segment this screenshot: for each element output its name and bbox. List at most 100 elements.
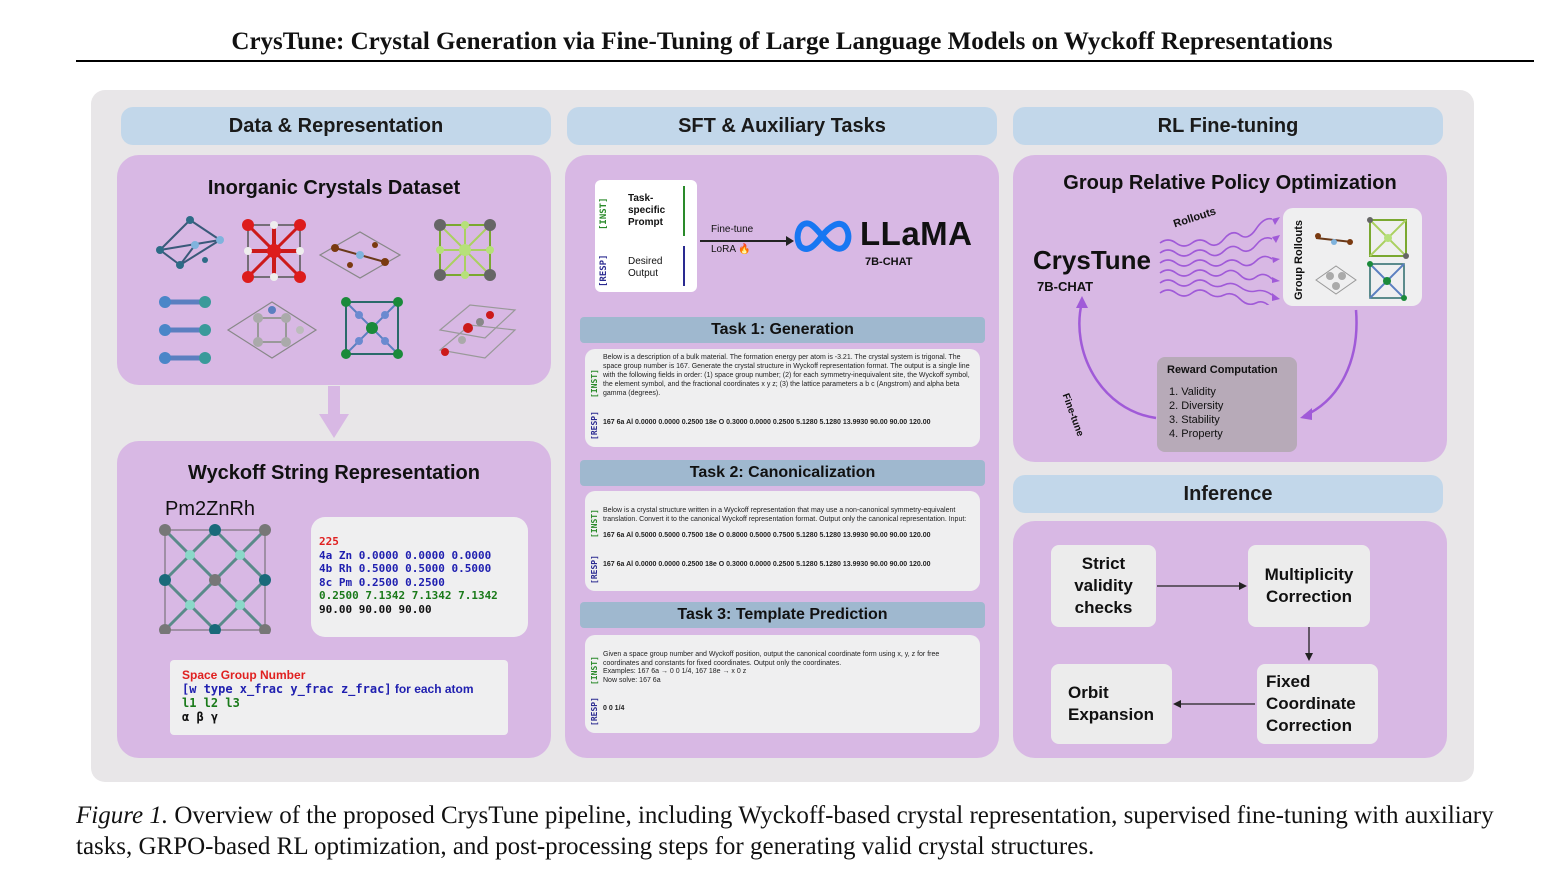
crystal-structures-illustration [156, 216, 517, 364]
caption-label: Figure 1. [76, 802, 169, 829]
crystal-structure-2 [242, 219, 306, 283]
lora-label: LoRA 🔥 [711, 244, 751, 255]
reward-title: Reward Computation [1167, 364, 1278, 376]
strict-validity-label: Strict validity checks [1074, 554, 1133, 617]
code-site-rh: 4b Rh 0.5000 0.5000 0.5000 [319, 562, 492, 575]
task3-inst-text: Given a space group number and Wyckoff p… [603, 651, 940, 667]
reward-item: 2. Diversity [1169, 400, 1224, 412]
task3-box [585, 635, 980, 733]
meta-logo-icon [794, 220, 852, 252]
task3-resp-text: 0 0 1/4 [603, 705, 625, 712]
code-site-pm: 8c Pm 0.2500 0.2500 [319, 575, 445, 589]
task2-box [585, 491, 980, 591]
desired-output-label: Desired Output [628, 256, 663, 279]
legend-sites-text: for each atom [394, 682, 474, 696]
legend-lattice-angles: α β γ [182, 710, 219, 724]
multiplicity-box: Multiplicity Correction [1248, 545, 1370, 627]
task1-resp-tag: [RESP] [590, 411, 599, 440]
task2-resp-text: 167 6a Al 0.0000 0.0000 0.2500 18e O 0.3… [603, 561, 931, 568]
rl-title: Group Relative Policy Optimization [1063, 172, 1397, 194]
legend-sites: [w type x_frac y_frac z_frac] for each a… [182, 682, 474, 696]
column-header-data: Data & Representation [121, 107, 551, 145]
task1-box [585, 349, 980, 447]
reward-list: 1. Validity 2. Diversity 3. Stability 4.… [1169, 385, 1223, 441]
task2-header: Task 2: Canonicalization [580, 460, 985, 486]
wyckoff-title: Wyckoff String Representation [188, 462, 480, 484]
fixed-coordinate-label: Fixed Coordinate Correction [1266, 672, 1356, 735]
crystal-structure-6 [226, 301, 318, 359]
arrow-head-icon [1300, 408, 1312, 420]
task-prompt-label: Task-specific Prompt [628, 193, 666, 228]
arrow-shaft [328, 386, 340, 416]
crystal-formula: Pm2ZnRh [165, 498, 256, 520]
task1-inst-tag: [INST] [590, 369, 599, 398]
legend-space-group: Space Group Number [182, 668, 306, 682]
group-rollout-structures-illustration [1315, 217, 1409, 301]
task3-resp-tag: [RESP] [590, 697, 599, 726]
dataset-panel [117, 155, 551, 385]
crystal-structure-5 [159, 296, 211, 364]
crystal-structure-8 [438, 304, 517, 359]
code-lattice-lengths: 0.2500 7.1342 7.1342 7.1342 [319, 589, 498, 602]
prompt-resp-tag: [RESP] [599, 254, 609, 287]
crystal-structure-4 [434, 219, 496, 281]
finetune-arrow [700, 240, 790, 242]
task3-inst-tag: [INST] [590, 656, 599, 685]
group-rollouts-label: Group Rollouts [1293, 219, 1305, 300]
inference-flow-arrows [1157, 582, 1313, 708]
task3-inst-now: Now solve: 167 6a [603, 677, 661, 684]
prompt-card [595, 180, 697, 292]
prompt-inst-tag: [INST] [599, 197, 609, 230]
pm2znrh-structure-illustration [159, 524, 271, 634]
finetune-label: Fine-tune [711, 224, 754, 235]
wyckoff-code-box [311, 517, 528, 637]
reward-item: 1. Validity [1169, 386, 1216, 398]
orbit-expansion-box: Orbit Expansion [1051, 664, 1172, 744]
down-arrow-icon [319, 414, 349, 438]
paper-title: CrysTune: Crystal Generation via Fine-Tu… [231, 28, 1333, 55]
arrow-right-icon [786, 236, 794, 246]
inst-bar [683, 186, 685, 236]
task3-inst-examples: Examples: 167 6a → 0 0 1/4, 167 18e → x … [603, 668, 747, 675]
crystune-model-subtitle: 7B-CHAT [1037, 279, 1094, 294]
llama-subtitle: 7B-CHAT [865, 256, 913, 268]
orbit-expansion-label: Orbit Expansion [1068, 683, 1154, 724]
column-header-inference: Inference [1013, 475, 1443, 513]
code-site-zn: 4a Zn 0.0000 0.0000 0.0000 [319, 548, 492, 562]
reward-item: 3. Stability [1169, 414, 1220, 426]
rl-loop-arrows [1076, 296, 1358, 420]
column-header-rl: RL Fine-tuning [1013, 107, 1443, 145]
task3-header: Task 3: Template Prediction [580, 602, 985, 628]
crystal-structure-1 [156, 216, 224, 269]
rollout-waves-illustration [1159, 217, 1280, 305]
caption-text: Overview of the proposed CrysTune pipeli… [76, 802, 1494, 860]
arrow-head-icon [1076, 296, 1088, 308]
reward-box [1157, 357, 1297, 452]
wyckoff-legend: Space Group Number [w type x_frac y_frac… [182, 668, 474, 724]
strict-validity-box: Strict validity checks [1051, 545, 1156, 627]
task2-inst-input: 167 6a Al 0.5000 0.5000 0.7500 18e O 0.8… [603, 532, 931, 539]
crystal-structure-7 [341, 297, 403, 359]
title-rule [76, 60, 1534, 62]
wyckoff-legend-box [170, 660, 508, 735]
crystal-structure-3 [318, 231, 402, 279]
task1-resp-text: 167 6a Al 0.0000 0.0000 0.2500 18e O 0.3… [603, 419, 931, 426]
multiplicity-label: Multiplicity Correction [1264, 565, 1354, 606]
legend-lattice-lengths: l1 l2 l3 [182, 696, 240, 710]
task2-resp-tag: [RESP] [590, 555, 599, 584]
column-header-sft: SFT & Auxiliary Tasks [567, 107, 997, 145]
dataset-title: Inorganic Crystals Dataset [207, 177, 461, 199]
wyckoff-code: 225 4a Zn 0.0000 0.0000 0.0000 4b Rh 0.5… [319, 535, 498, 616]
reward-item: 4. Property [1169, 428, 1223, 440]
task2-inst-tag: [INST] [590, 509, 599, 538]
figure-caption: Figure 1. Overview of the proposed CrysT… [76, 800, 1546, 862]
code-space-group: 225 [319, 535, 339, 548]
task2-inst-text: Below is a crystal structure written in … [603, 507, 967, 523]
task1-header: Task 1: Generation [580, 317, 985, 343]
llama-logo-text: LLaMA [860, 215, 973, 252]
fixed-coordinate-box: Fixed Coordinate Correction [1257, 664, 1378, 744]
legend-sites-code: [w type x_frac y_frac z_frac] [182, 682, 392, 696]
resp-bar [683, 246, 685, 286]
crystune-model-name: CrysTune [1033, 245, 1151, 275]
code-lattice-angles: 90.00 90.00 90.00 [319, 602, 432, 616]
